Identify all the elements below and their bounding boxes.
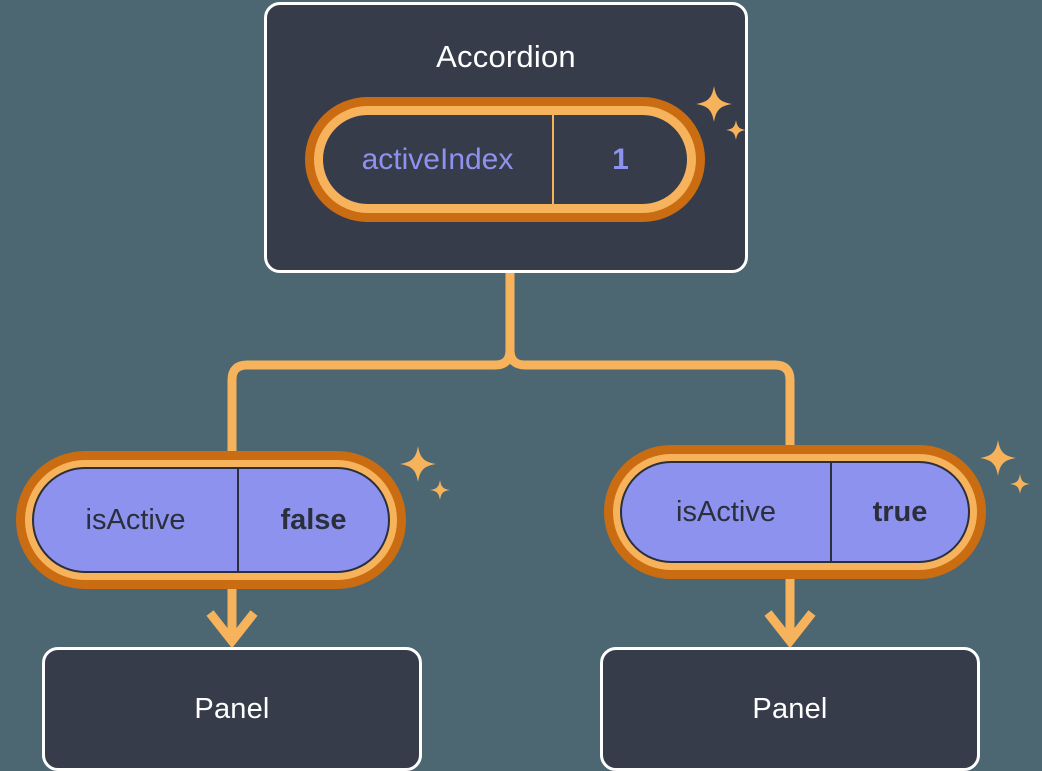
sparkle-small-icon <box>430 480 450 500</box>
prop-key: activeIndex <box>323 115 554 204</box>
prop-value: 1 <box>612 142 629 176</box>
prop-pill-is-active-true[interactable]: isActive true <box>604 445 986 579</box>
panel-title: Panel <box>194 692 270 725</box>
sparkle-group-left <box>400 446 450 500</box>
arrowhead-left <box>206 610 258 649</box>
prop-pill-is-active-false[interactable]: isActive false <box>16 451 406 589</box>
sparkle-group-right <box>980 440 1030 494</box>
arrowhead-right <box>764 610 816 649</box>
prop-pill-active-index[interactable]: activeIndex 1 <box>305 97 705 222</box>
prop-key: isActive <box>622 463 832 561</box>
pill-body: isActive true <box>620 461 970 563</box>
component-node-panel-right[interactable]: Panel <box>600 647 980 771</box>
pill-body: isActive false <box>32 467 390 573</box>
pill-highlight-ring: isActive false <box>25 460 397 580</box>
sparkle-small-icon <box>1010 474 1030 494</box>
pill-highlight-ring: activeIndex 1 <box>314 106 696 213</box>
pill-body: activeIndex 1 <box>321 113 689 206</box>
prop-value: false <box>280 503 347 536</box>
accordion-title: Accordion <box>436 39 576 74</box>
edge-root-to-right <box>505 273 795 455</box>
edge-root-to-left <box>227 273 515 460</box>
prop-value: true <box>872 495 928 528</box>
panel-title: Panel <box>752 692 828 725</box>
prop-key: isActive <box>34 469 239 571</box>
pill-highlight-ring: isActive true <box>613 454 977 570</box>
sparkle-large-icon <box>400 446 436 482</box>
sparkle-large-icon <box>980 440 1016 476</box>
component-node-panel-left[interactable]: Panel <box>42 647 422 771</box>
